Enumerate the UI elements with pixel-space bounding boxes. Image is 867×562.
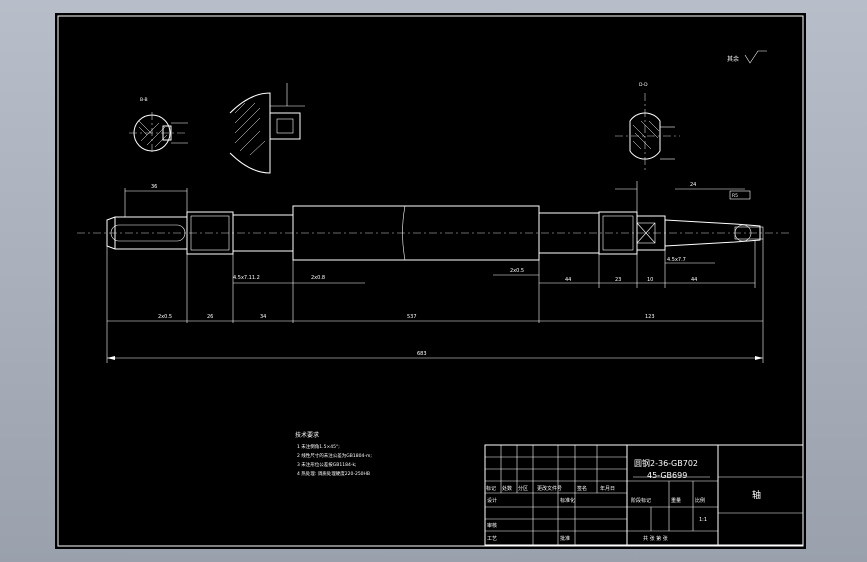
material-line1: 圆钢2-36-GB702 — [634, 458, 698, 468]
dim-tol-left: 4.5x7.11.2 — [233, 275, 260, 281]
tech-req-1: 1 未注倒角1.5×45°; — [297, 443, 340, 450]
dim-d3: 537 — [407, 314, 417, 320]
bottom-dimensions: 4.5x7.11.2 2x0.8 2x0.5 44 23 10 44 4.5x7… — [106, 239, 764, 363]
part-name: 轴 — [752, 489, 761, 501]
tech-requirements: 技术要求 1 未注倒角1.5×45°; 2 线性尺寸的未注公差为GB1804-m… — [295, 431, 372, 477]
dim-mid-left: 2x0.8 — [311, 275, 325, 281]
label-section-b: B-B — [140, 97, 148, 103]
surface-symbol: 其余 — [727, 50, 767, 64]
tb-mark: 标记 — [486, 485, 496, 492]
dim-d2: 34 — [260, 314, 266, 320]
dim-right-a: 23 — [615, 277, 621, 283]
tech-req-2: 2 线性尺寸的未注公差为GB1804-m; — [297, 452, 372, 459]
label-section-d: D-D — [639, 82, 648, 88]
tech-req-3: 3 未注形位公差按GB1184-k; — [297, 461, 357, 468]
dim-top-left: 36 — [151, 184, 157, 190]
tb-sheets: 共 张 第 张 — [643, 535, 668, 542]
tb-sign: 签名 — [577, 485, 587, 492]
drawing-sheet: 36 24 R5 4.5x7.11. — [55, 13, 806, 549]
tb-stage-mark: 阶段标记 — [631, 497, 651, 504]
label-r5: R5 — [732, 193, 738, 199]
tb-design: 设计 — [487, 497, 497, 504]
tb-zone: 分区 — [518, 485, 528, 492]
dim-right-c2: 44 — [691, 277, 697, 283]
drawing-canvas: 36 24 R5 4.5x7.11. — [57, 15, 804, 547]
dim-right-d: 24 — [690, 182, 696, 188]
sheet-border — [57, 15, 804, 547]
tb-change-doc: 更改文件号 — [537, 485, 562, 492]
dim-left-end: 2x0.5 — [158, 314, 172, 320]
tb-process: 工艺 — [487, 536, 497, 542]
tech-req-4: 4 热处理: 调质处理硬度220-250HB — [297, 470, 370, 477]
tb-review: 审核 — [487, 522, 497, 529]
title-block: 圆钢2-36-GB702 45-GB699 轴 标记 处数 分区 更改文件号 签… — [484, 444, 804, 546]
shaft-body — [106, 205, 764, 261]
dim-mid-right: 2x0.5 — [510, 268, 524, 274]
dim-d1: 26 — [207, 314, 213, 320]
section-b-b: B-B — [129, 97, 188, 154]
dim-d4: 123 — [645, 314, 655, 320]
detail-view — [229, 83, 305, 174]
tb-count: 处数 — [502, 485, 512, 492]
tb-weight: 重量 — [671, 497, 681, 504]
tb-scale: 比例 — [695, 497, 705, 504]
tb-approve: 批准 — [560, 535, 570, 542]
dim-right-b: 10 — [647, 277, 653, 283]
dim-thread: 4.5x7.7 — [667, 257, 686, 263]
surface-note: 其余 — [727, 55, 739, 63]
tb-standardize: 标准化 — [560, 497, 575, 504]
tech-req-title: 技术要求 — [295, 431, 319, 439]
tb-scale-value: 1:1 — [699, 517, 707, 523]
material-line2: 45-GB699 — [647, 471, 687, 480]
dim-right-c: 44 — [565, 277, 571, 283]
dim-total: 683 — [417, 351, 427, 357]
section-d-d: D-D — [615, 82, 680, 173]
top-dimensions: 36 24 R5 — [124, 181, 751, 217]
tb-date: 年月日 — [600, 485, 615, 492]
